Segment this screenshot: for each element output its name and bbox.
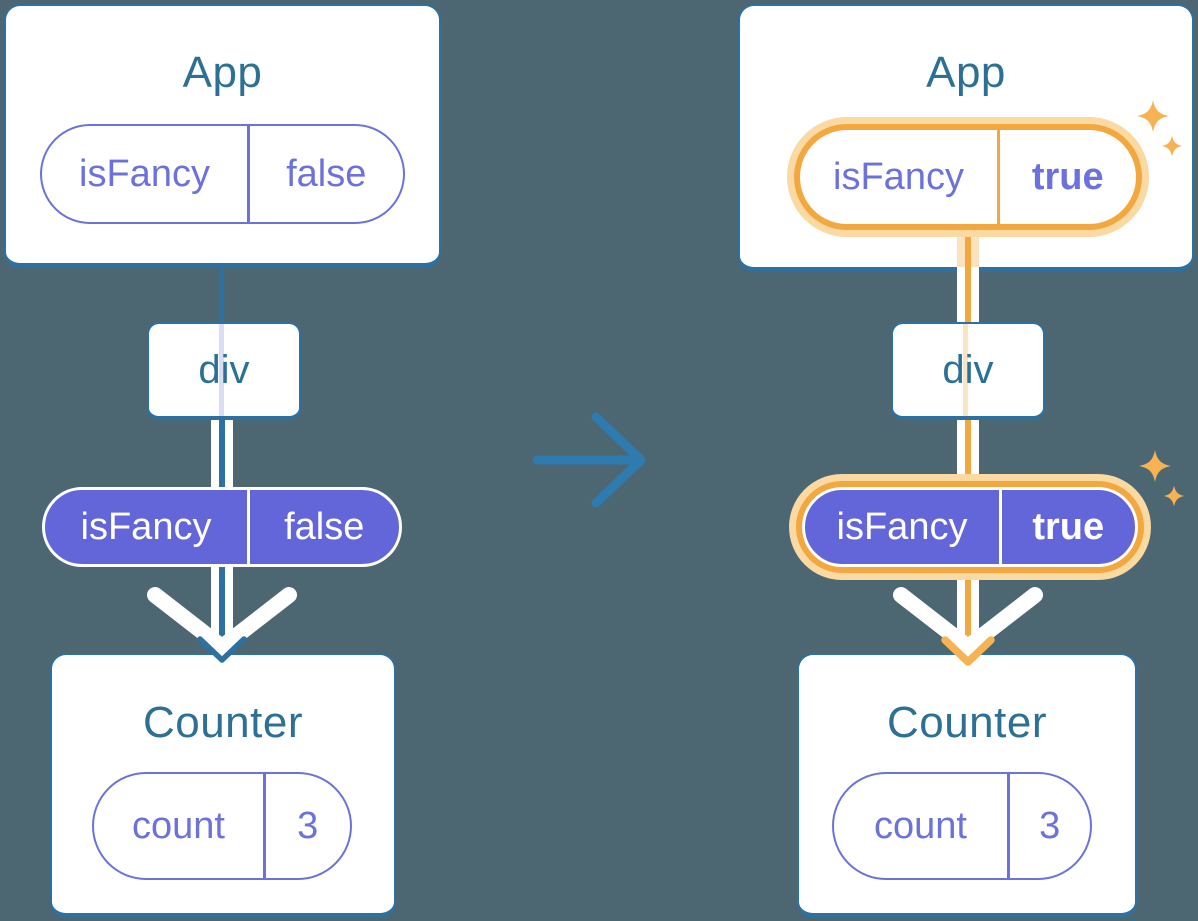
connector-state-to-counter xyxy=(211,567,233,652)
pill-divider xyxy=(1007,774,1010,878)
counter-title: Counter xyxy=(142,698,304,747)
pill-divider xyxy=(247,490,250,564)
flow-arrowhead-wide-icon xyxy=(147,587,297,655)
connector-app-to-div xyxy=(957,267,979,322)
sparkle-icon xyxy=(1139,450,1185,507)
state-value: false xyxy=(284,505,365,548)
state-value: true xyxy=(1032,505,1105,548)
sparkle-icon xyxy=(1137,100,1183,157)
counter-title: Counter xyxy=(886,698,1048,747)
pill-divider xyxy=(999,490,1002,564)
connector-div-to-state xyxy=(211,420,233,487)
app-prop-pill-highlighted: isFancy true xyxy=(800,130,1136,224)
prop-key: isFancy xyxy=(833,155,964,198)
div-label: div xyxy=(198,347,250,392)
connector-pill-to-card-bottom xyxy=(957,236,979,267)
pill-divider xyxy=(997,130,1000,224)
div-box: div xyxy=(147,322,301,420)
app-title: App xyxy=(182,48,263,97)
connector-through-div xyxy=(219,324,224,416)
state-pill-highlighted: isFancy true xyxy=(802,487,1138,567)
app-title: App xyxy=(926,48,1006,97)
state-key: isFancy xyxy=(836,505,968,548)
pill-divider xyxy=(247,126,250,222)
div-label: div xyxy=(942,347,994,392)
transition-right-arrow-icon xyxy=(532,412,646,508)
connector-app-to-div xyxy=(219,266,224,322)
counter-state-pill: count 3 xyxy=(92,772,352,880)
div-box: div xyxy=(891,322,1045,420)
state-pill: isFancy false xyxy=(42,487,402,567)
prop-value: false xyxy=(286,152,367,195)
state-key: count xyxy=(874,804,967,847)
app-prop-pill: isFancy false xyxy=(40,124,405,224)
prop-key: isFancy xyxy=(79,152,210,195)
flow-arrow-tip-icon xyxy=(941,636,995,666)
prop-value: true xyxy=(1031,155,1104,198)
connector-div-to-state xyxy=(957,420,979,474)
flow-arrowhead-wide-icon xyxy=(893,587,1043,655)
state-key: count xyxy=(132,804,225,847)
connector-through-div xyxy=(963,324,968,416)
state-value: 3 xyxy=(297,804,319,847)
state-value: 3 xyxy=(1039,804,1061,847)
pill-divider xyxy=(263,774,266,878)
state-key: isFancy xyxy=(80,505,212,548)
flow-arrow-tip-icon xyxy=(197,636,247,663)
counter-state-pill: count 3 xyxy=(832,772,1092,880)
